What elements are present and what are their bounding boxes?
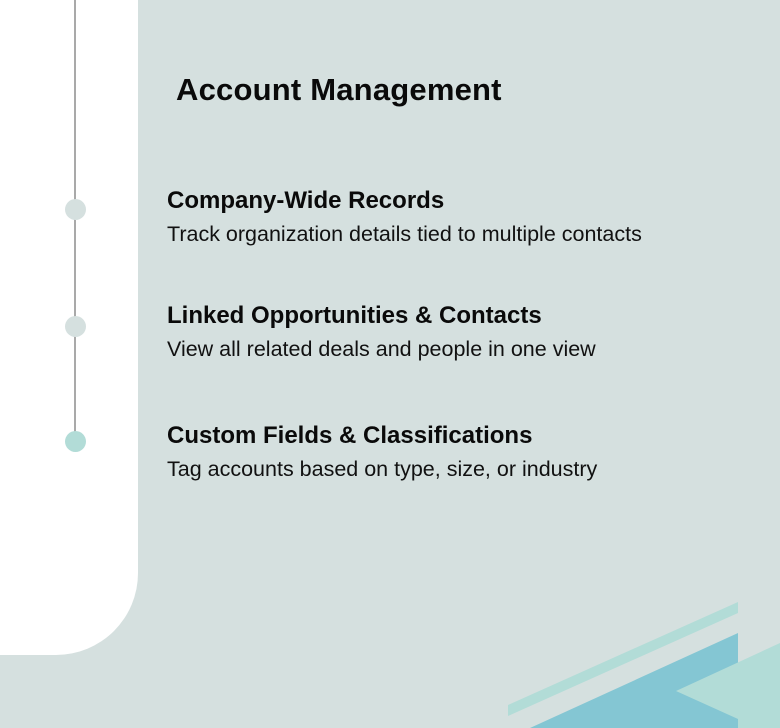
timeline-dot-2 (65, 316, 86, 337)
feature-heading: Linked Opportunities & Contacts (167, 302, 542, 329)
feature-heading: Custom Fields & Classifications (167, 422, 533, 449)
decor-teal-shape (676, 643, 780, 728)
feature-heading: Company-Wide Records (167, 187, 445, 214)
decor-stripe (508, 602, 738, 716)
feature-description: Track organization details tied to multi… (167, 222, 642, 246)
feature-item-2: Linked Opportunities & Contacts View all… (167, 301, 596, 363)
page-title: Account Management (176, 72, 502, 107)
timeline-line (74, 0, 76, 440)
feature-item-3: Custom Fields & Classifications Tag acco… (167, 421, 597, 483)
feature-item-1: Company-Wide Records Track organization … (167, 186, 642, 248)
decor-blue-shape (530, 633, 738, 728)
feature-description: Tag accounts based on type, size, or ind… (167, 457, 598, 481)
feature-description: View all related deals and people in one… (167, 337, 596, 361)
timeline-dot-1 (65, 199, 86, 220)
timeline-dot-3-active (65, 431, 86, 452)
